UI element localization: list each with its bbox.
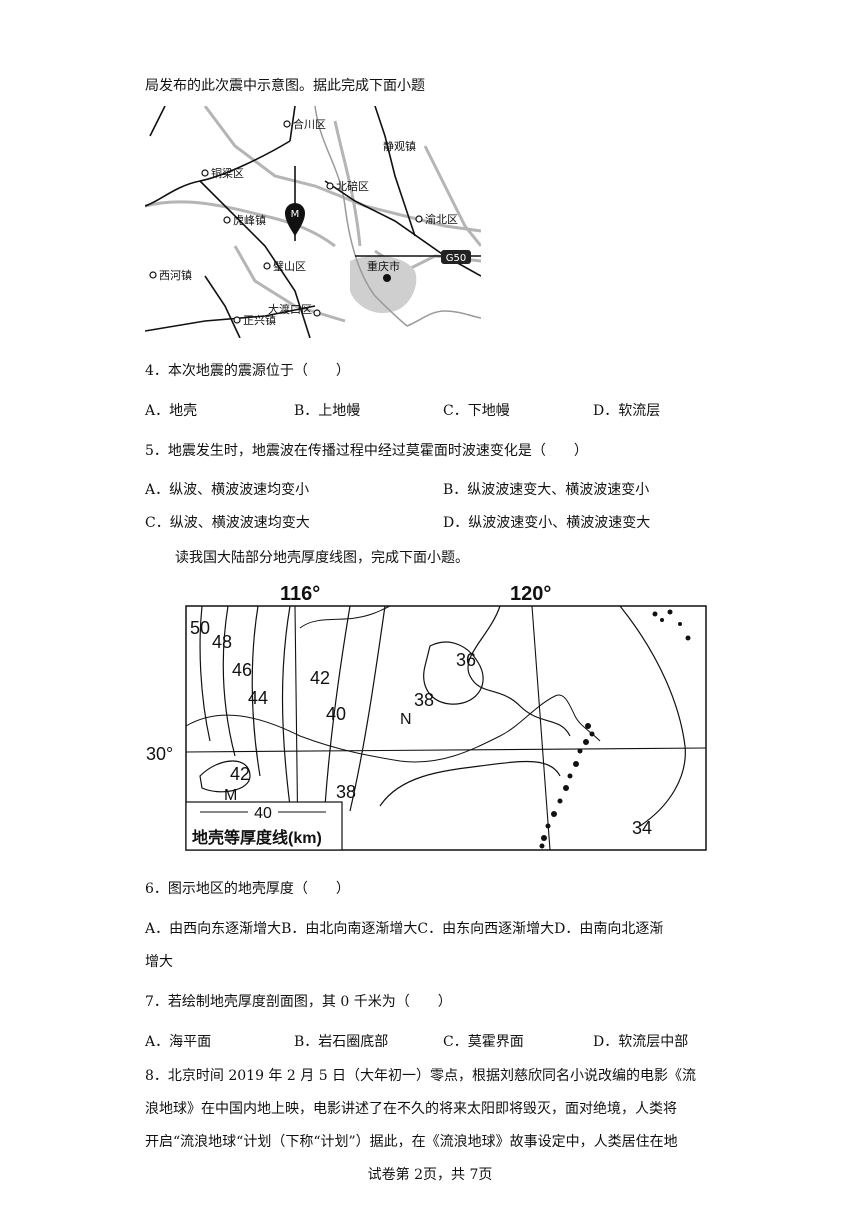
lon-label-120: 120° (510, 583, 551, 605)
highway-badge: G50 (446, 253, 466, 264)
contour-label: 42 (310, 668, 330, 688)
epicenter-marker-label: M (291, 209, 300, 220)
q5-option-a: A．纵波、横波波速均变小 (145, 482, 310, 498)
place-label: 静观镇 (383, 139, 416, 153)
q5-option-c: C．纵波、横波波速均变大 (145, 515, 310, 531)
place-label: 西河镇 (159, 268, 192, 282)
point-label-n: N (400, 711, 412, 728)
contour-label: 36 (456, 650, 476, 670)
place-label: 合川区 (293, 117, 326, 131)
contour-label: 40 (326, 704, 346, 724)
q4-option-b: B．上地幔 (294, 403, 361, 419)
question-4-stem: 4．本次地震的震源位于（ ） (145, 363, 350, 379)
map2-intro: 读我国大陆部分地壳厚度线图，完成下面小题。 (175, 550, 469, 566)
point-label-m: M (224, 787, 237, 804)
legend-value: 40 (254, 805, 272, 822)
intro-text: 局发布的此次震中示意图。据此完成下面小题 (145, 78, 425, 94)
contour-label: 34 (632, 818, 652, 838)
question-6-stem: 6．图示地区的地壳厚度（ ） (145, 881, 350, 897)
place-label: 正兴镇 (243, 313, 276, 327)
question-8-line-2: 浪地球》在中国内地上映，电影讲述了在不久的将来太阳即将毁灭，面对绝境，人类将 (145, 1101, 677, 1117)
contour-label: 48 (212, 632, 232, 652)
epicenter-map: M G50 合川区 静观镇 铜梁区 北碚区 虎峰镇 渝北区 西河镇 璧山区 重庆… (145, 106, 481, 338)
question-5-stem: 5．地震发生时，地震波在传播过程中经过莫霍面时波速变化是（ ） (145, 443, 588, 459)
q7-option-b: B．岩石圈底部 (294, 1034, 389, 1050)
contour-label: 50 (190, 618, 210, 638)
q4-option-c: C．下地幔 (443, 403, 510, 419)
q6-options: A．由西向东逐渐增大B．由北向南逐渐增大C．由东向西逐渐增大D．由南向北逐渐 (145, 921, 664, 937)
lat-label-30: 30° (146, 744, 173, 764)
q7-option-d: D．软流层中部 (593, 1034, 689, 1050)
q5-option-b: B．纵波波速变大、横波波速变小 (443, 482, 650, 498)
place-label: 大渡口区 (268, 302, 312, 316)
question-7-stem: 7．若绘制地壳厚度剖面图，其 0 千米为（ ） (145, 994, 452, 1010)
question-8-line-1: 8．北京时间 2019 年 2 月 5 日（大年初一）零点，根据刘慈欣同名小说改… (145, 1068, 697, 1084)
contour-label: 42 (230, 764, 250, 784)
place-label: 璧山区 (273, 259, 306, 273)
q6-options-wrap: 增大 (145, 954, 173, 970)
page-footer: 试卷第 2页，共 7页 (367, 1167, 493, 1183)
contour-label: 44 (248, 688, 268, 708)
place-label: 虎峰镇 (233, 213, 266, 227)
lon-label-116: 116° (280, 583, 320, 605)
crust-thickness-map: 116° 120° 30° 50 48 46 (146, 583, 707, 851)
contour-label: 38 (414, 690, 434, 710)
contour-label: 46 (232, 660, 252, 680)
place-label: 重庆市 (367, 259, 400, 273)
q4-option-a: A．地壳 (145, 403, 198, 419)
place-label: 铜梁区 (211, 166, 244, 180)
contour-label: 38 (336, 782, 356, 802)
legend-title: 地壳等厚度线(km) (192, 828, 322, 847)
q7-option-a: A．海平面 (145, 1034, 212, 1050)
question-8-line-3: 开启“流浪地球“计划（下称“计划”）据此，在《流浪地球》故事设定中，人类居住在地 (145, 1134, 678, 1150)
q7-option-c: C．莫霍界面 (443, 1034, 524, 1050)
place-label: 渝北区 (425, 212, 458, 226)
q4-option-d: D．软流层 (593, 403, 661, 419)
q5-option-d: D．纵波波速变小、横波波速变大 (443, 515, 651, 531)
place-label: 北碚区 (336, 179, 369, 193)
